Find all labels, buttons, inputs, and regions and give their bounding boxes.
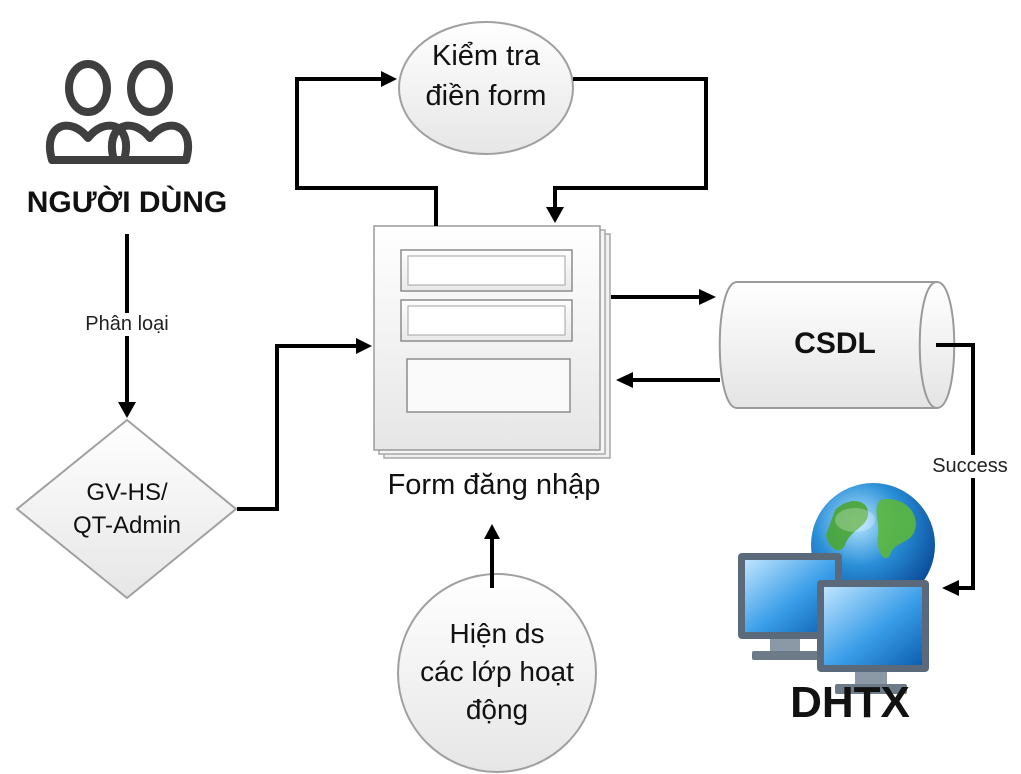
role-line-1: GV-HS/ <box>86 479 168 506</box>
form-field-3 <box>406 358 571 413</box>
class-list-line-1: Hiện ds <box>449 618 545 649</box>
users-icon <box>46 60 192 164</box>
arrowhead <box>942 580 959 596</box>
check-line-1: Kiểm tra <box>432 40 540 72</box>
role-decision-node <box>15 418 238 600</box>
edge-check-to-form <box>553 77 708 208</box>
system-label: DHTX <box>790 678 910 727</box>
arrowhead <box>381 71 397 87</box>
user-label: NGƯỜI DÙNG <box>26 186 228 219</box>
database-node <box>718 281 956 409</box>
edge-form-to-check <box>295 77 438 226</box>
role-line-2: QT-Admin <box>72 512 182 539</box>
edge-label-success: Success <box>920 455 1020 478</box>
arrowhead <box>356 338 372 354</box>
db-label: CSDL <box>794 327 876 360</box>
form-field-1 <box>400 249 573 292</box>
arrowhead <box>484 524 500 539</box>
edge-role-to-form <box>237 344 357 511</box>
arrowhead <box>616 372 633 388</box>
class-list-label: Hiện ds các lớp hoạt động <box>398 615 596 729</box>
edge-label-classify: Phân loại <box>62 313 192 336</box>
class-list-line-2: các lớp hoạt <box>420 656 574 687</box>
check-label: Kiểm tra điền form <box>400 36 572 116</box>
check-form-node <box>398 21 574 155</box>
arrowhead <box>699 289 716 305</box>
arrowhead <box>546 207 564 223</box>
role-label: GV-HS/ QT-Admin <box>37 476 217 542</box>
network-globe-icon <box>738 483 935 694</box>
class-list-node <box>397 573 597 773</box>
arrowhead <box>118 402 136 418</box>
check-line-2: điền form <box>425 80 547 112</box>
login-form-icon <box>373 225 611 459</box>
form-label: Form đăng nhập <box>387 469 601 501</box>
class-list-line-3: động <box>465 694 529 725</box>
form-field-2 <box>400 299 573 342</box>
